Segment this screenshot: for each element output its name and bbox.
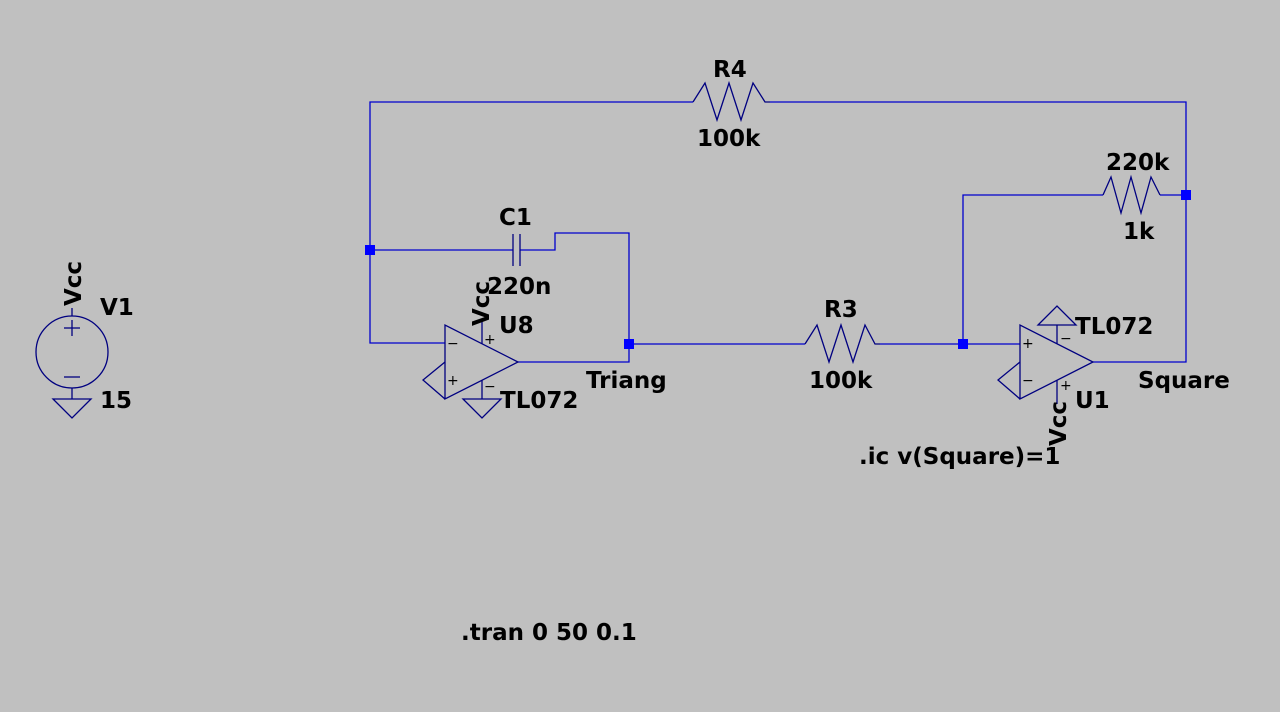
ground-icon [461, 398, 503, 419]
ic-directive[interactable]: .ic v(Square)=1 [859, 444, 1060, 470]
ground-return-icon [996, 361, 1021, 400]
vminus-sign-icon: − [1060, 331, 1072, 347]
junction-node[interactable] [1181, 190, 1191, 200]
r4-ref-label: R4 [713, 57, 747, 83]
wire-c1-right[interactable] [520, 232, 630, 344]
inverting-input-icon: − [447, 336, 459, 352]
resistor-zigzag-icon [692, 80, 770, 123]
junction-node[interactable] [958, 339, 968, 349]
opamp-u8[interactable]: − + + − Vcc U8 TL072 [421, 281, 578, 419]
wires [369, 101, 1187, 363]
resistor-r3[interactable]: R3 100k [804, 297, 880, 394]
u8-ref-label: U8 [499, 313, 534, 339]
junctions [365, 190, 1191, 349]
noninverting-input-icon: + [447, 373, 459, 389]
c1-ref-label: C1 [499, 205, 532, 231]
ground-return-icon [421, 361, 446, 400]
r3-value-label: 100k [809, 368, 873, 394]
r3-ref-label: R3 [824, 297, 858, 323]
resistor-feedback[interactable]: 220k 1k [1102, 150, 1170, 245]
u1-supply-label: Vcc [1046, 401, 1072, 446]
junction-node[interactable] [624, 339, 634, 349]
rfb-ref-label: 220k [1106, 150, 1170, 176]
voltage-source-v1[interactable]: Vcc V1 15 [35, 261, 134, 419]
opamp-u1[interactable]: + − − + TL072 U1 Vcc [996, 305, 1153, 446]
wire-r4-right[interactable] [770, 101, 1187, 363]
u1-ref-label: U1 [1075, 388, 1110, 414]
c1-value-label: 220n [487, 274, 551, 300]
tran-directive[interactable]: .tran 0 50 0.1 [461, 620, 637, 646]
noninverting-input-icon: + [1022, 336, 1034, 352]
v1-value-label: 15 [100, 388, 132, 414]
junction-node[interactable] [365, 245, 375, 255]
ground-icon [51, 398, 93, 419]
u1-model-label: TL072 [1075, 314, 1153, 340]
inverting-input-icon: − [1022, 373, 1034, 389]
net-label-triang[interactable]: Triang [586, 368, 667, 394]
net-label-square[interactable]: Square [1138, 368, 1230, 394]
ground-icon [1036, 305, 1078, 326]
wire-u8-output[interactable] [518, 344, 630, 363]
vplus-sign-icon: + [484, 332, 496, 348]
v1-ref-label: V1 [100, 295, 134, 321]
r4-value-label: 100k [697, 126, 761, 152]
u8-model-label: TL072 [500, 388, 578, 414]
wire-rfb-left[interactable] [962, 194, 1103, 344]
capacitor-c1[interactable]: C1 220n [487, 205, 551, 300]
vplus-sign-icon: + [1060, 378, 1072, 394]
resistor-zigzag-icon [804, 322, 880, 365]
resistor-r4[interactable]: R4 100k [692, 57, 770, 152]
wire-r4-left[interactable] [369, 101, 693, 250]
v1-net-label: Vcc [61, 261, 87, 306]
resistor-zigzag-icon [1102, 174, 1161, 216]
wire-u8-inverting[interactable] [369, 250, 445, 344]
vminus-sign-icon: − [484, 379, 496, 395]
rfb-value-label: 1k [1123, 219, 1155, 245]
u8-supply-label: Vcc [469, 281, 495, 326]
